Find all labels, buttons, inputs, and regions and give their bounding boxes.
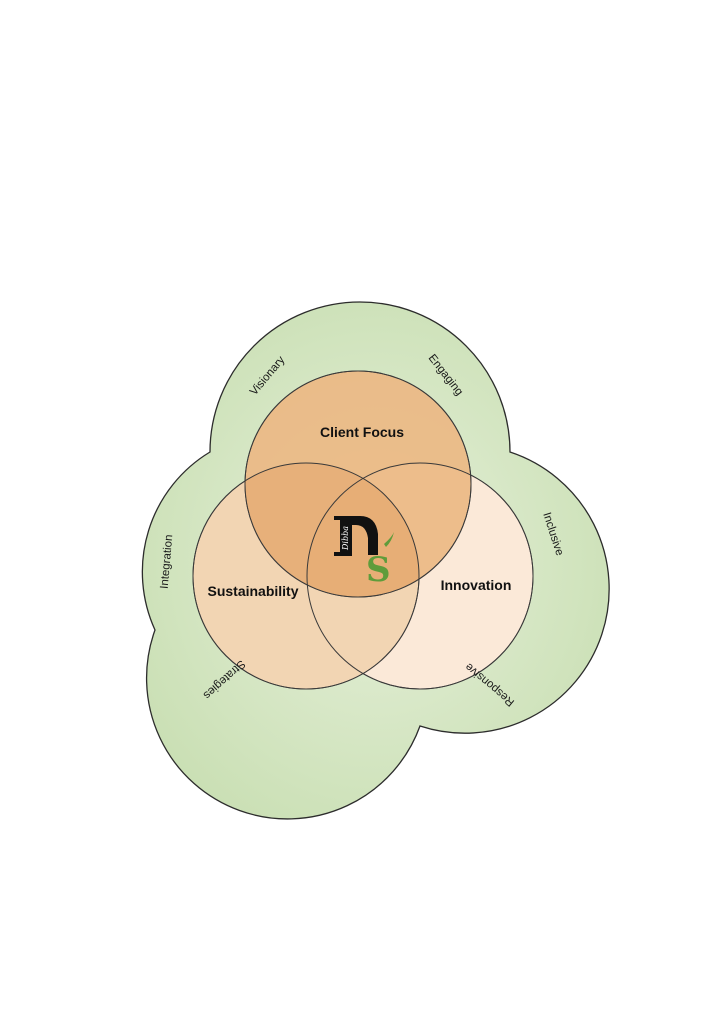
sustainability-outline — [192, 462, 420, 690]
ring-word-integration: Integration — [159, 534, 176, 589]
logo-leaf-icon — [384, 532, 394, 547]
innovation-outline — [306, 462, 534, 690]
client-focus-outline — [244, 370, 472, 598]
sustainability-label: Sustainability — [207, 583, 298, 599]
logo-script: Dibba — [341, 526, 350, 551]
logo-s: S — [366, 550, 391, 590]
center-logo: Dibba S — [334, 516, 394, 590]
innovation-label: Innovation — [441, 577, 512, 593]
client-focus-label: Client Focus — [320, 424, 404, 440]
logo-d-glyph — [334, 516, 378, 556]
